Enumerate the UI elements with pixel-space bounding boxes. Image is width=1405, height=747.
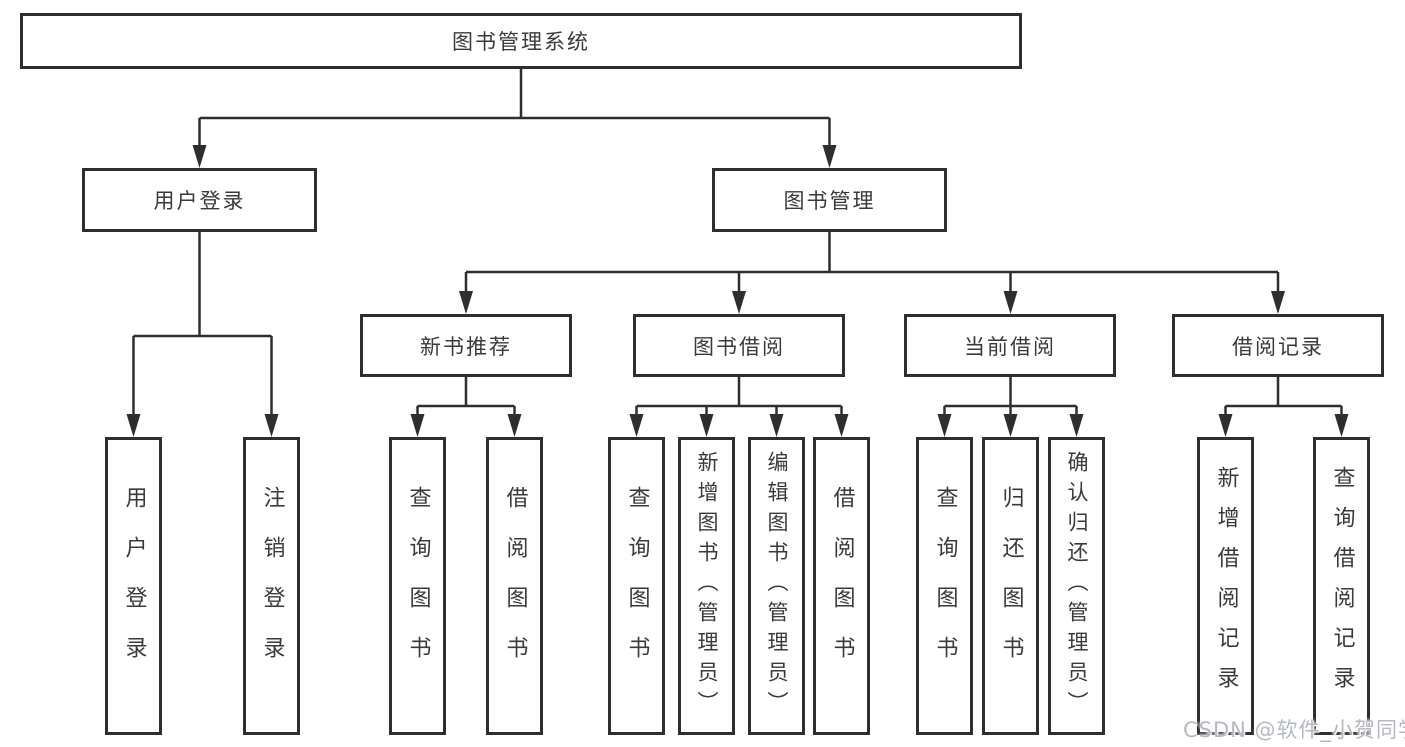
- arrow-icon: [732, 291, 746, 314]
- leaf-add-borrow-record: 新增借阅记录: [1197, 437, 1254, 735]
- node-label: 编辑图书（管理员）: [765, 451, 789, 721]
- arrow-icon: [1003, 291, 1018, 314]
- node-label: 查询图书: [405, 486, 431, 686]
- node-borrowing-records: 借阅记录: [1172, 314, 1384, 377]
- node-label: 确认归还（管理员）: [1065, 451, 1089, 721]
- arrow-icon: [507, 414, 522, 437]
- arrow-icon: [629, 414, 644, 437]
- leaf-borrow-books-recommend: 借阅图书: [486, 437, 543, 735]
- leaf-query-books-borrow: 查询图书: [608, 437, 665, 735]
- csdn-watermark: CSDN @软件_小贺同学: [1183, 718, 1405, 742]
- leaf-query-books-recommend: 查询图书: [389, 437, 446, 735]
- arrow-icon: [1003, 414, 1018, 437]
- node-label: 查询图书: [932, 486, 958, 686]
- arrow-icon: [126, 414, 141, 437]
- arrow-icon: [937, 414, 952, 437]
- arrow-icon: [1271, 291, 1285, 314]
- node-label: 注销登录: [259, 486, 285, 686]
- node-label: 新书推荐: [420, 334, 512, 359]
- leaf-edit-books-admin: 编辑图书（管理员）: [748, 437, 805, 735]
- node-new-book-recommendation: 新书推荐: [360, 314, 572, 377]
- arrow-icon: [769, 414, 784, 437]
- arrow-icon: [1069, 414, 1084, 437]
- node-library-management-system: 图书管理系统: [20, 13, 1022, 69]
- arrowheads: [126, 145, 1349, 437]
- arrow-icon: [1218, 414, 1233, 437]
- leaf-borrow-books: 借阅图书: [813, 437, 870, 735]
- arrow-icon: [410, 414, 425, 437]
- leaf-query-books-current: 查询图书: [916, 437, 973, 735]
- leaf-user-login: 用户登录: [105, 437, 162, 735]
- leaf-confirm-return-admin: 确认归还（管理员）: [1048, 437, 1105, 735]
- node-label: 图书管理系统: [452, 30, 590, 54]
- node-label: 用户登录: [121, 486, 147, 686]
- node-book-borrowing: 图书借阅: [633, 314, 845, 377]
- tree-edges: [132, 69, 1343, 418]
- leaf-return-books: 归还图书: [982, 437, 1039, 735]
- arrow-icon: [699, 414, 714, 437]
- arrow-icon: [459, 291, 473, 314]
- arrow-icon: [822, 145, 837, 168]
- node-label: 新增图书（管理员）: [695, 451, 719, 721]
- node-label: 查询借阅记录: [1329, 466, 1355, 706]
- arrow-icon: [192, 145, 207, 168]
- node-book-management: 图书管理: [712, 168, 947, 232]
- leaf-add-books-admin: 新增图书（管理员）: [678, 437, 735, 735]
- node-label: 借阅记录: [1232, 334, 1324, 359]
- leaf-logout: 注销登录: [243, 437, 300, 735]
- node-current-borrowing: 当前借阅: [904, 314, 1116, 377]
- node-label: 图书借阅: [693, 334, 785, 359]
- node-user-login: 用户登录: [82, 168, 317, 232]
- node-label: 新增借阅记录: [1213, 466, 1239, 706]
- leaf-query-borrow-record: 查询借阅记录: [1313, 437, 1370, 735]
- node-label: 当前借阅: [964, 334, 1056, 359]
- arrow-icon: [834, 414, 849, 437]
- node-label: 借阅图书: [502, 486, 528, 686]
- arrow-icon: [1334, 414, 1349, 437]
- node-label: 查询图书: [624, 486, 650, 686]
- node-label: 图书管理: [783, 189, 876, 213]
- arrow-icon: [264, 414, 279, 437]
- node-label: 用户登录: [153, 189, 246, 213]
- node-label: 归还图书: [998, 486, 1024, 686]
- node-label: 借阅图书: [829, 486, 855, 686]
